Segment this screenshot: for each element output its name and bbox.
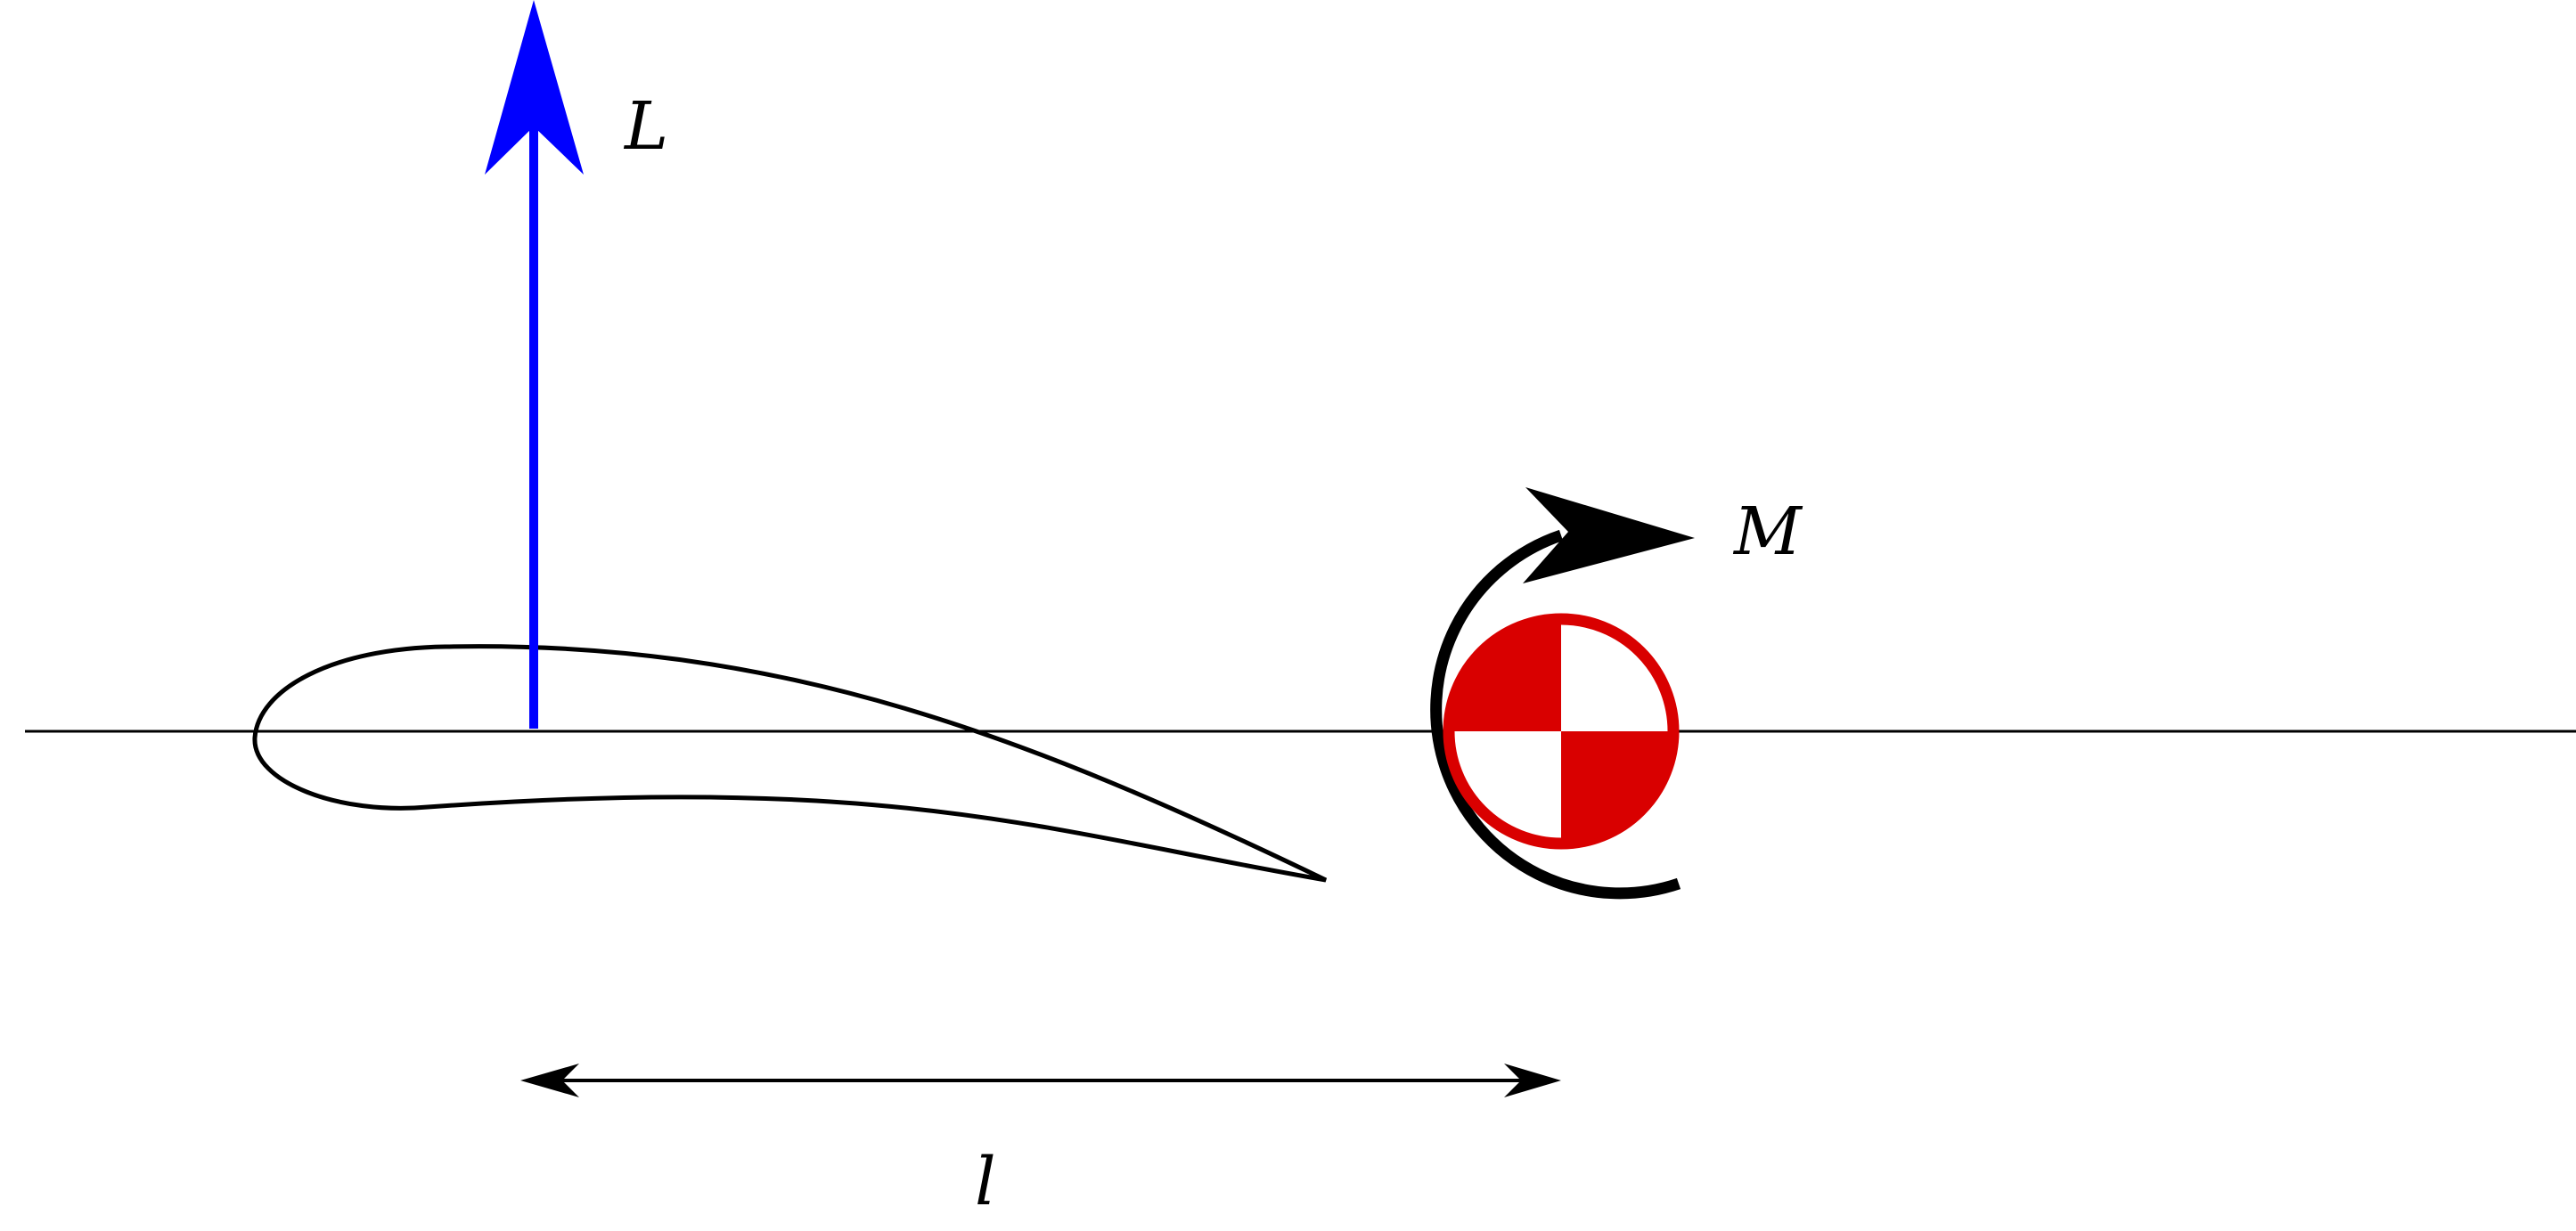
cg-quadrant-upper-left	[1449, 619, 1561, 731]
distance-dimension	[520, 1064, 1561, 1097]
length-label: l	[975, 1144, 996, 1220]
cg-quadrant-lower-right	[1561, 731, 1673, 844]
dimension-arrow-right-head	[1504, 1064, 1561, 1097]
dimension-arrow-left-head	[520, 1064, 579, 1097]
lift-arrow	[485, 0, 584, 729]
lift-arrow-head	[485, 0, 584, 175]
lift-label: L	[623, 88, 668, 165]
airfoil-profile	[252, 644, 1328, 883]
moment-arrow-head	[1523, 487, 1695, 583]
center-of-gravity-icon	[1443, 613, 1680, 850]
moment-arrow	[1430, 487, 1695, 900]
moment-arc	[1430, 529, 1681, 900]
moment-label: M	[1732, 493, 1803, 570]
